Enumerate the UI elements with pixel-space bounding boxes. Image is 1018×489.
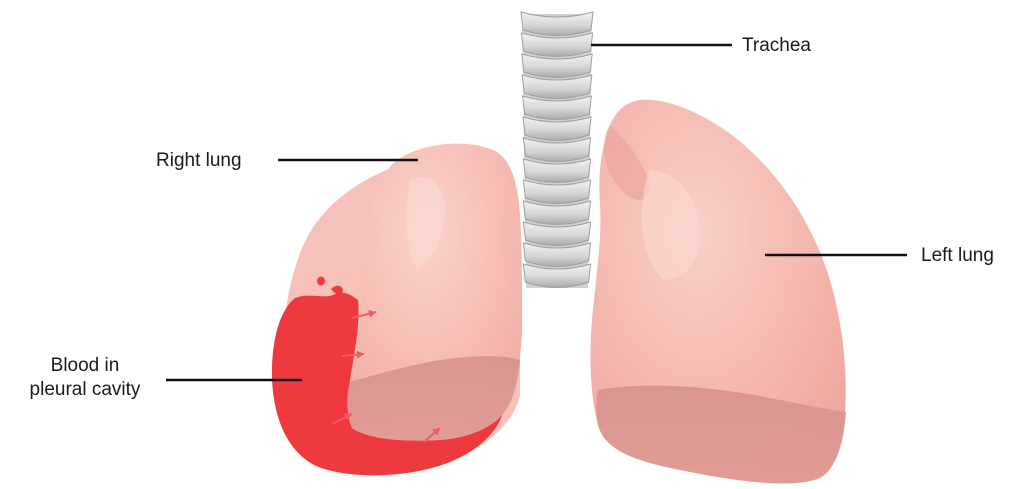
trachea-label: Trachea (742, 34, 811, 58)
blood-in-pleural-cavity-label: Blood in pleural cavity (10, 354, 160, 402)
blood-drop (317, 277, 325, 286)
left-lung-label: Left lung (921, 244, 994, 268)
blood-label-line-2: pleural cavity (10, 378, 160, 402)
trachea (521, 12, 593, 288)
right-lung-label: Right lung (156, 149, 242, 173)
blood-label-line-1: Blood in (10, 354, 160, 378)
